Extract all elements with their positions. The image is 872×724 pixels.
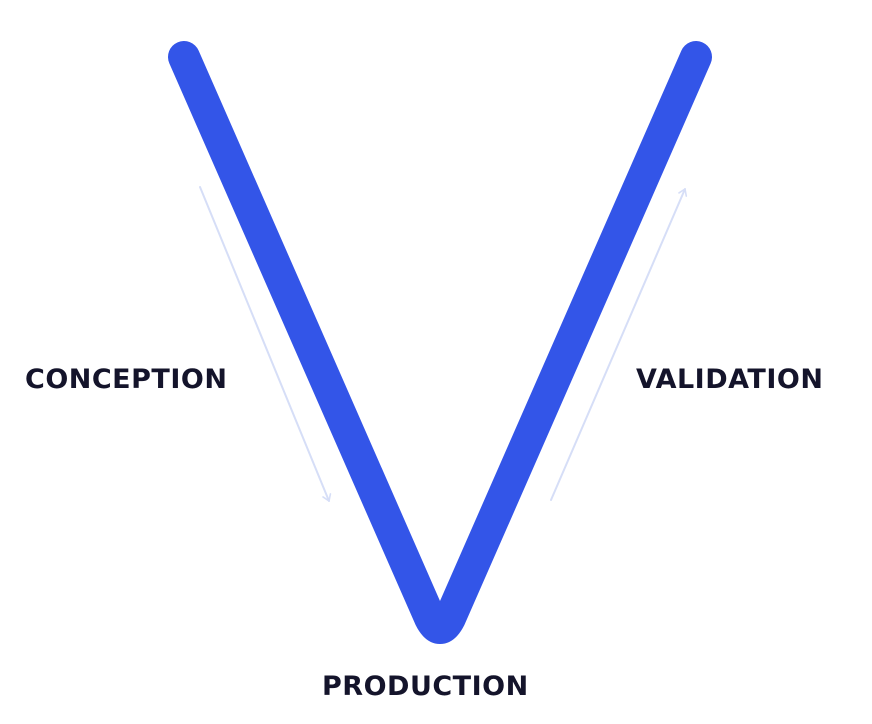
v-shape [168, 41, 712, 644]
validation-flow-arrow-up [550, 188, 688, 501]
conception-flow-arrow-down [199, 186, 332, 502]
validation-label: VALIDATION [636, 364, 824, 395]
production-label: PRODUCTION [322, 671, 529, 702]
conception-label: CONCEPTION [25, 364, 228, 395]
